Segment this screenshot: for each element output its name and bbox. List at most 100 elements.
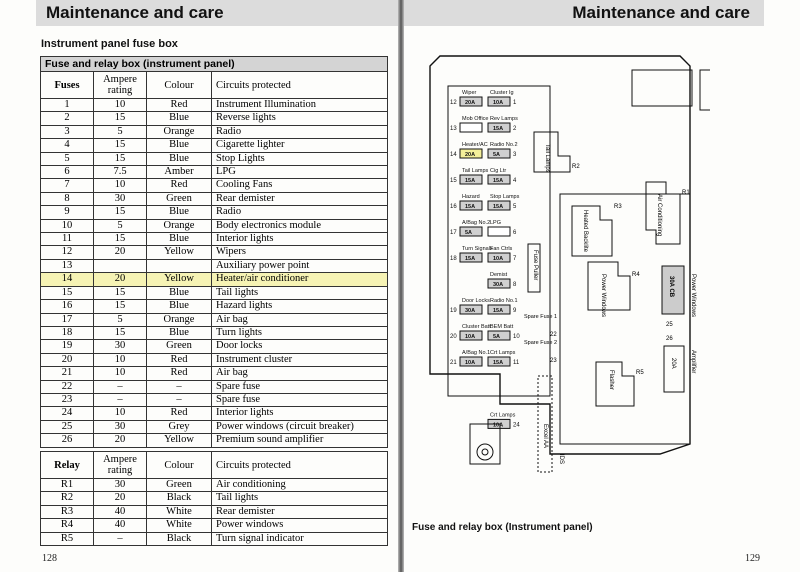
fuse-circuit: Instrument Illumination bbox=[211, 97, 388, 113]
fuse-colour: Blue bbox=[146, 232, 212, 247]
fuse-colour: Blue bbox=[146, 138, 212, 153]
fuse-table: Fuse and relay box (instrument panel) Fu… bbox=[40, 56, 388, 448]
fuse-colour: Grey bbox=[146, 419, 212, 435]
fuse-ampere bbox=[93, 258, 147, 274]
spare-fuse-2: Spare Fuse 2 bbox=[524, 340, 557, 346]
fuse-circuit: LPG bbox=[211, 165, 388, 180]
left-page: Maintenance and care Instrument panel fu… bbox=[0, 0, 398, 572]
svg-text:Excel AA: Excel AA bbox=[542, 424, 548, 448]
fuse-colour: Green bbox=[146, 339, 212, 354]
svg-text:12: 12 bbox=[450, 100, 457, 106]
fuse-circuit: Body electronics module bbox=[211, 218, 388, 234]
fuse-number: 19 bbox=[40, 339, 94, 354]
svg-text:R1: R1 bbox=[682, 190, 690, 196]
fuse-number: 17 bbox=[40, 312, 94, 327]
relay-circuit: Turn signal indicator bbox=[211, 531, 388, 547]
relay-ampere: 40 bbox=[93, 504, 147, 520]
fuse-ampere: 15 bbox=[93, 232, 147, 247]
fuse-number: 21 bbox=[40, 366, 94, 381]
fuse-colour: Green bbox=[146, 191, 212, 207]
mount-bracket bbox=[631, 69, 693, 107]
fuse-circuit: Rear demister bbox=[211, 191, 388, 207]
fuse-circuit: Cooling Fans bbox=[211, 178, 388, 193]
svg-text:Demist: Demist bbox=[490, 272, 508, 278]
fuse-ampere: 15 bbox=[93, 299, 147, 314]
fuse-circuit: Air bag bbox=[211, 366, 388, 381]
svg-text:Radio No.1: Radio No.1 bbox=[490, 298, 518, 304]
fuse-circuit: Air bag bbox=[211, 312, 388, 327]
svg-text:21: 21 bbox=[450, 360, 457, 366]
relay-ampere: – bbox=[93, 531, 147, 547]
fuse-number: 3 bbox=[40, 124, 94, 140]
fuse-circuit: Spare fuse bbox=[211, 379, 388, 394]
fuse-colour: Red bbox=[146, 352, 212, 368]
fuse-number: 4 bbox=[40, 138, 94, 153]
fuse-ampere: 30 bbox=[93, 191, 147, 207]
svg-text:Tail Lamps: Tail Lamps bbox=[462, 168, 489, 174]
ampere-header: Ampere rating bbox=[93, 71, 147, 99]
fuse-colour: – bbox=[146, 392, 212, 408]
fuse-number: 14 bbox=[40, 272, 94, 287]
relay-id: R4 bbox=[40, 518, 94, 533]
relay-circuit: Tail lights bbox=[211, 491, 388, 506]
svg-text:Air Conditioning: Air Conditioning bbox=[656, 194, 662, 236]
fuse-number: 24 bbox=[40, 406, 94, 421]
fuse-number: 6 bbox=[40, 165, 94, 180]
fuse-colour: Red bbox=[146, 406, 212, 421]
relay-ampere-header: Ampere rating bbox=[93, 451, 147, 479]
table-caption: Fuse and relay box (instrument panel) bbox=[40, 56, 388, 72]
fuse-ampere: 5 bbox=[93, 218, 147, 234]
relay-circuit: Power windows bbox=[211, 518, 388, 533]
fuse-colour: Yellow bbox=[146, 433, 212, 448]
fuse-colour: Blue bbox=[146, 151, 212, 167]
relay-colour: White bbox=[146, 504, 212, 520]
relay-r5: R5 Flasher bbox=[595, 361, 644, 407]
svg-text:6: 6 bbox=[513, 230, 517, 236]
svg-text:15A: 15A bbox=[493, 360, 503, 366]
spare-fuse-1: Spare Fuse 1 bbox=[524, 314, 557, 320]
svg-text:Fan Ctrls: Fan Ctrls bbox=[490, 246, 513, 252]
fuse-number: 10 bbox=[40, 218, 94, 234]
svg-text:Tail Lamps: Tail Lamps bbox=[544, 144, 550, 173]
fuse-23-num: 23 bbox=[550, 358, 557, 364]
fuse-colour: Red bbox=[146, 178, 212, 193]
relay-area bbox=[559, 193, 691, 445]
left-page-header: Maintenance and care bbox=[36, 0, 398, 26]
circuit-breaker: 30A CB Power Windows 25 bbox=[661, 265, 696, 328]
svg-text:Crt Lamps: Crt Lamps bbox=[490, 412, 516, 418]
fuse-ampere: 20 bbox=[93, 433, 147, 448]
svg-text:20A: 20A bbox=[670, 358, 676, 369]
svg-text:Fuse Puller: Fuse Puller bbox=[532, 250, 538, 280]
fuse-ampere: 10 bbox=[93, 97, 147, 113]
relay-id: R5 bbox=[40, 531, 94, 547]
fuse-ampere: 30 bbox=[93, 339, 147, 354]
fuse-ampere: – bbox=[93, 392, 147, 408]
diagram-caption: Fuse and relay box (Instrument panel) bbox=[412, 522, 593, 533]
svg-text:15A: 15A bbox=[493, 308, 503, 314]
side-tab bbox=[699, 69, 710, 111]
fuse-colour: Blue bbox=[146, 205, 212, 220]
fuse-circuit: Auxiliary power point bbox=[211, 258, 388, 274]
fuse-number: 9 bbox=[40, 205, 94, 220]
svg-text:8: 8 bbox=[513, 282, 517, 288]
fuse-circuit: Instrument cluster bbox=[211, 352, 388, 368]
fuse-ampere: 10 bbox=[93, 352, 147, 368]
fuse-ampere: 15 bbox=[93, 325, 147, 341]
